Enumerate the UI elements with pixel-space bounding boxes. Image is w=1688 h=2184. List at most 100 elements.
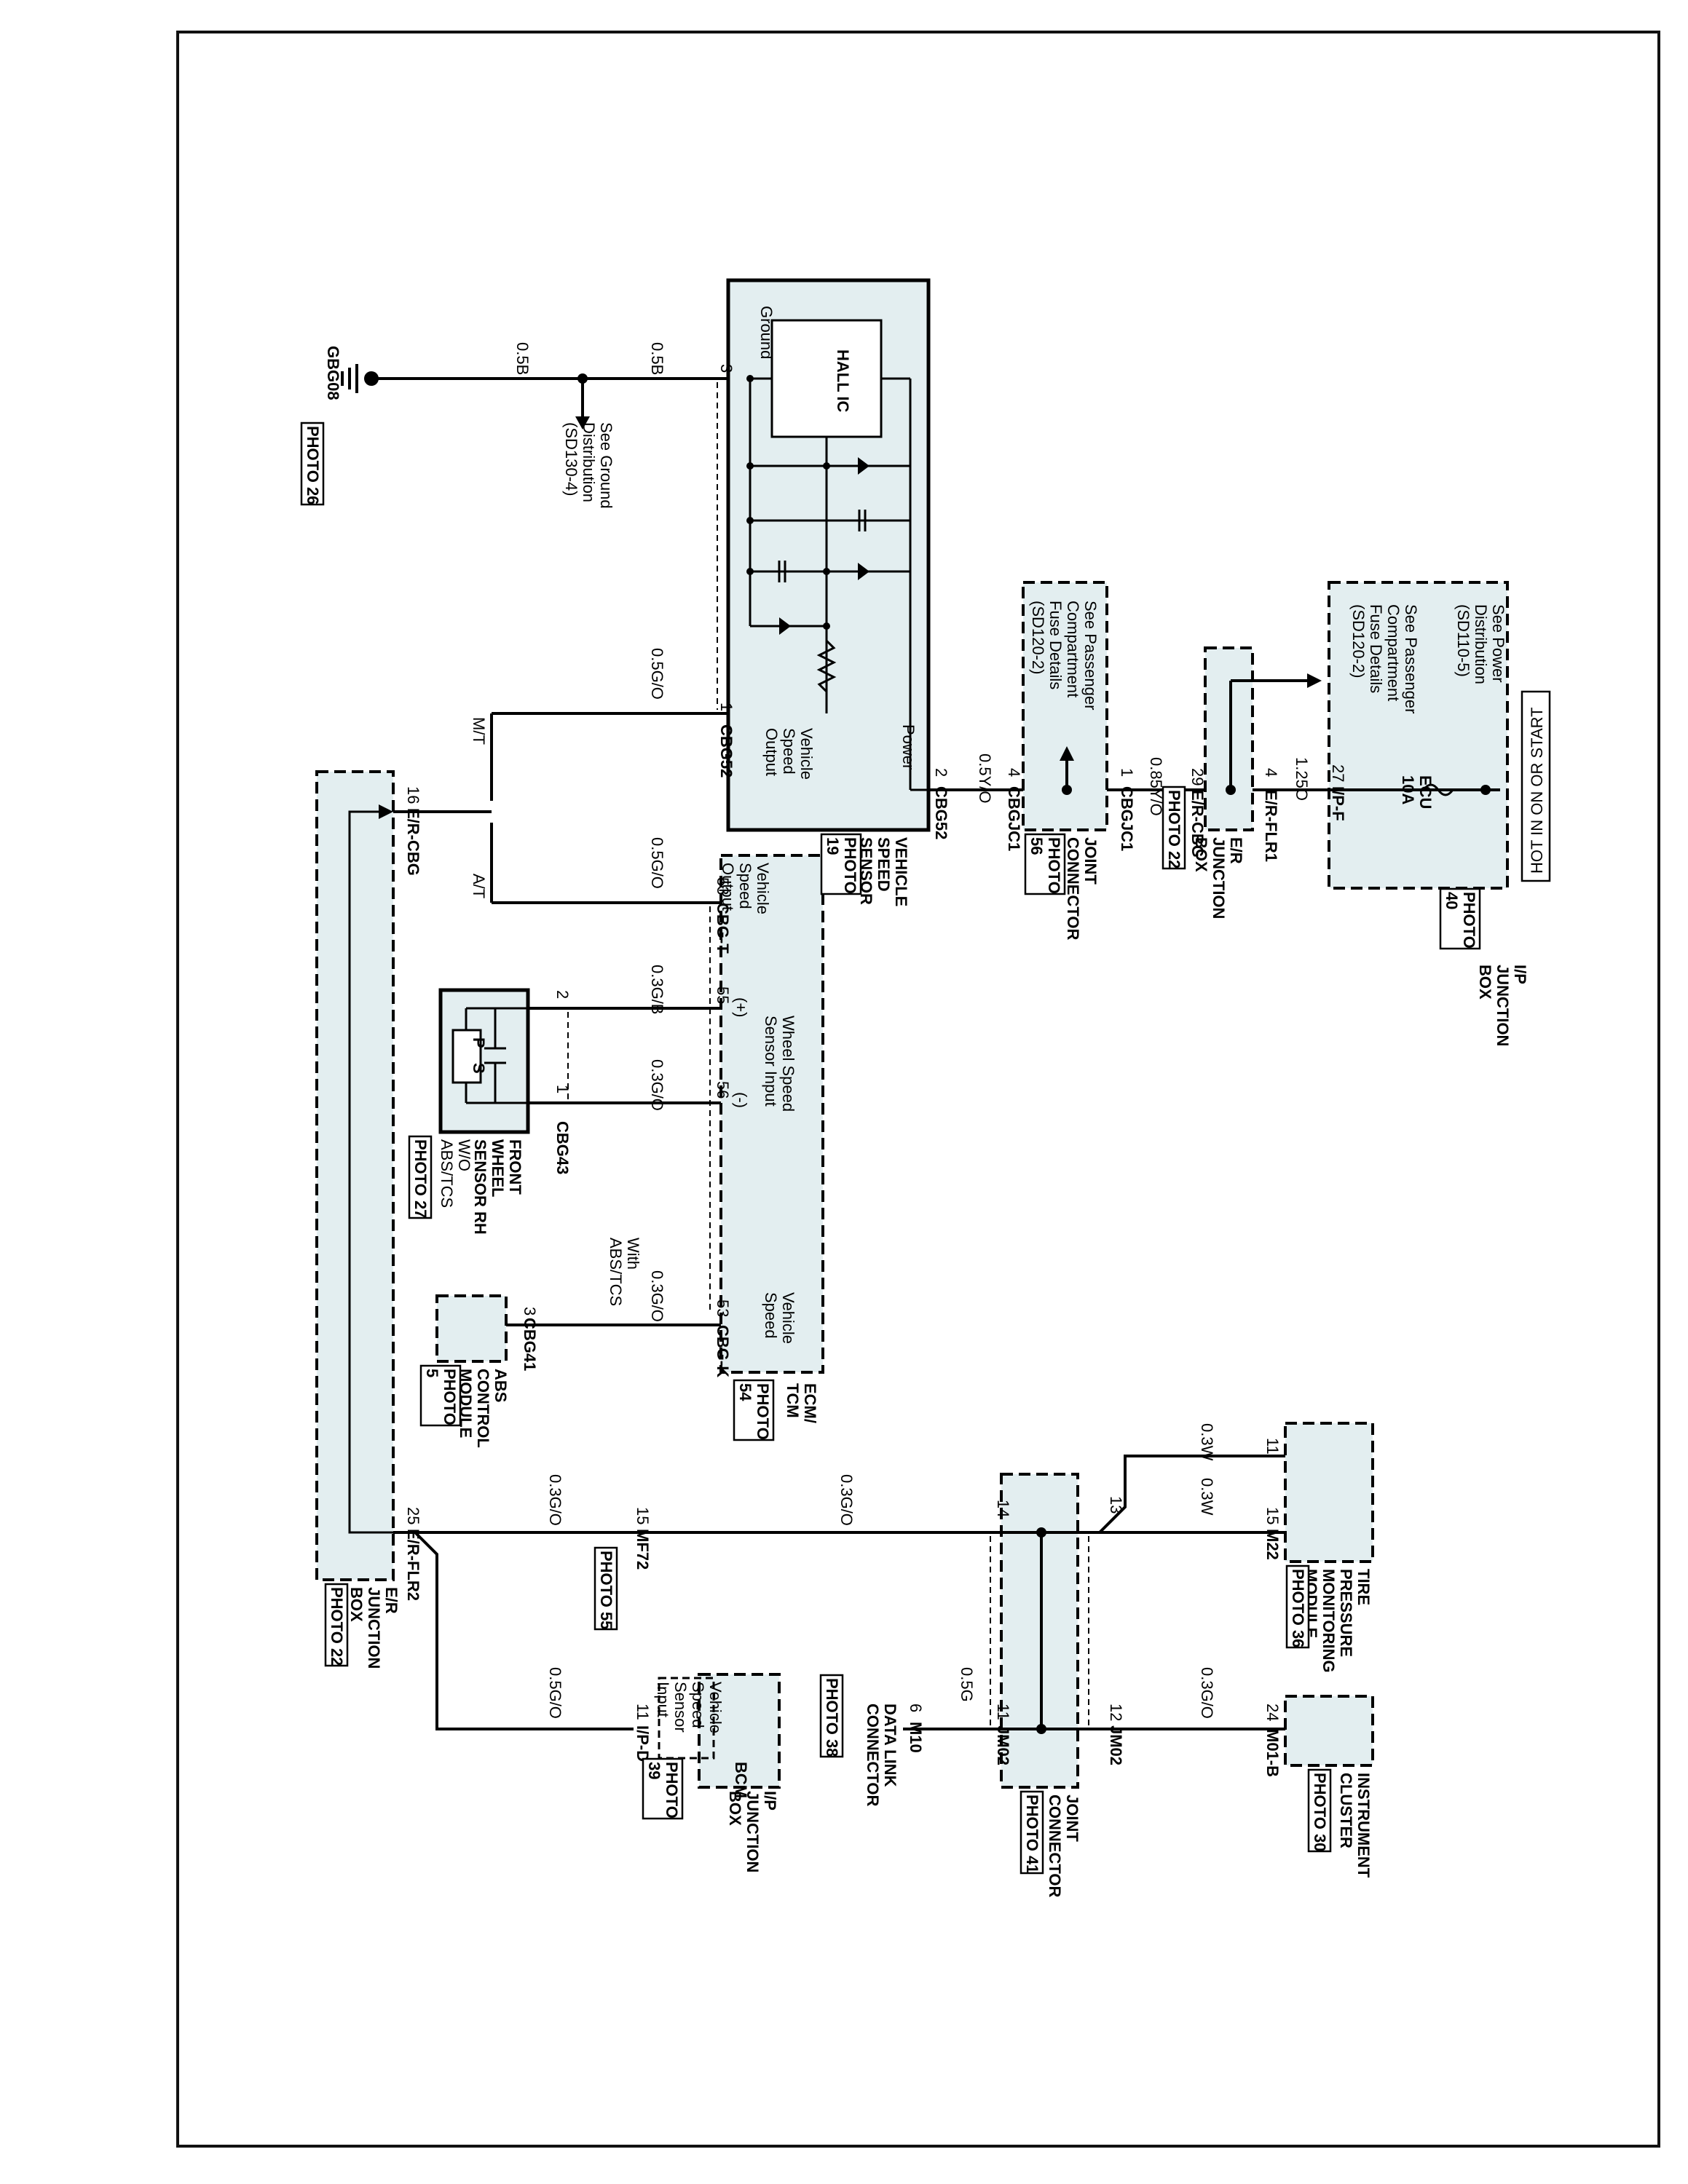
bcm-inner-box: [658, 1677, 715, 1760]
vss-photo-box: [820, 833, 862, 895]
vss-pin-output: 1: [717, 703, 735, 711]
bcm-box: [698, 1673, 781, 1789]
erb-name-2: JUNCTION: [365, 1587, 383, 1669]
diode-3-icon: [779, 617, 791, 635]
cluster-name-1: INSTRUMENT: [1354, 1773, 1373, 1878]
fws-without-2: ABS/TCS: [438, 1139, 456, 1208]
ecm-pin-vs: 53: [714, 1299, 732, 1317]
ipf-connector: I/P-F: [1329, 786, 1347, 821]
jm02-conn-b: JM02: [1107, 1725, 1125, 1765]
bcm-input-1: Vehicle: [706, 1682, 725, 1733]
vss-wire-ground-a: 0.5B: [648, 342, 666, 375]
dot-g3: [746, 517, 754, 524]
erb-pin-out: 25: [404, 1507, 422, 1524]
ecm-vso-1: Vehicle: [754, 863, 772, 914]
tpms-pin-15: 15: [1263, 1507, 1282, 1524]
vss-connector-a: CBG52: [932, 786, 950, 839]
abs-connector: CBG41: [521, 1318, 539, 1371]
jm02-pin-13: 13: [1107, 1496, 1125, 1514]
tpms-name-3: MONITORING: [1320, 1569, 1338, 1673]
fws-photo-box: [408, 1135, 433, 1219]
wire-erflr2-bcm: [414, 1531, 634, 1730]
fws-name-2: WHEEL: [489, 1139, 507, 1197]
jc1-note-2: Compartment: [1064, 601, 1082, 697]
vss-wire-power: 0.5Y/O: [976, 753, 994, 803]
vss-name-1: VEHICLE: [892, 837, 910, 906]
tpms-photo-box: [1285, 1564, 1310, 1649]
er-internal-path: [348, 810, 393, 1534]
jm02-photo: PHOTO 41: [1023, 1795, 1041, 1873]
mf72-wire-b: 0.3G/O: [837, 1474, 856, 1526]
er-top-pin-in: 4: [1262, 768, 1280, 777]
jc1-pin-in: 1: [1118, 768, 1136, 777]
vss-ground-label: Ground: [757, 306, 776, 359]
cluster-connector: M01-B: [1263, 1729, 1282, 1777]
ecm-name-1: ECM/: [801, 1383, 819, 1423]
ip-note-pass-1: See Passenger: [1402, 604, 1420, 713]
dlc-photo-box: [819, 1674, 844, 1758]
cluster-photo: PHOTO 30: [1311, 1773, 1329, 1851]
ip-jb-name-2: JUNCTION: [1494, 965, 1512, 1046]
jc1-pin-out: 4: [1005, 768, 1023, 777]
er-top-name-2: JUNCTION: [1210, 837, 1228, 919]
jc1-arrow-head: [1060, 746, 1074, 761]
dlc-pin: 6: [907, 1704, 925, 1712]
ecm-vs-1: Vehicle: [779, 1292, 797, 1344]
dot-m3: [823, 462, 830, 470]
ip-jb-name-1: I/P: [1511, 965, 1529, 984]
dot-g4: [746, 568, 754, 575]
ecm-wire-plus: 0.3G/B: [648, 965, 666, 1014]
ecm-wire-vs: 0.3G/O: [648, 1270, 666, 1322]
vss-wire-ground-b: 0.5B: [513, 342, 532, 375]
ecm-wire-minus: 0.3G/O: [648, 1059, 666, 1111]
tpms-wire-b: 0.3W: [1198, 1478, 1216, 1516]
ecm-vso-3: Output: [719, 863, 737, 911]
tpms-name-2: PRESSURE: [1337, 1569, 1355, 1657]
ecm-plus: (+): [732, 997, 750, 1018]
ground-photo: PHOTO 26: [304, 426, 322, 505]
erb-name-1: E/R: [382, 1587, 401, 1614]
vss-pin-power: 2: [932, 768, 950, 777]
jc1-photo-box: [1024, 833, 1066, 895]
joint-connector-jm02: [1000, 1473, 1079, 1789]
ecm-conn-vs: CBG-K: [714, 1325, 732, 1377]
fws-connector: CBG43: [553, 1121, 572, 1174]
jm02-name-1: JOINT: [1063, 1795, 1081, 1842]
hall-ic: [770, 319, 883, 438]
ip-note-power-3: (SD110-5): [1454, 604, 1472, 677]
ip-note-power-2: Distribution: [1472, 604, 1490, 684]
dlc-name-2: CONNECTOR: [864, 1704, 882, 1806]
ecm-photo-1: PHOTO: [754, 1383, 772, 1440]
fws-pin-a: 2: [553, 990, 572, 999]
jc1-note-1: See Passenger: [1081, 601, 1100, 710]
vss-name-2: SPEED: [875, 837, 893, 892]
ground-note-3: (SD130-4): [562, 422, 580, 496]
ecm-with-1: With: [624, 1238, 642, 1270]
bcm-connector: I/P-D: [634, 1725, 652, 1762]
er-top-wire: 1.25O: [1293, 757, 1311, 801]
abs-photo-2: 5: [423, 1369, 441, 1377]
dot-jm02-a: [1036, 1527, 1046, 1538]
mf72-connector: MF72: [634, 1529, 652, 1570]
tpms-photo: PHOTO 36: [1289, 1569, 1307, 1647]
jc1-conn-in: CBGJC1: [1118, 786, 1136, 851]
bcm-photo-1: PHOTO: [663, 1762, 681, 1819]
bcm-wire: 0.5G/O: [546, 1667, 564, 1719]
ip-jb-photo-1: PHOTO: [1460, 892, 1478, 949]
ecm-pin-minus: 56: [714, 1081, 732, 1099]
jc1-photo-1: PHOTO: [1045, 837, 1063, 894]
fuse-rating: 10A: [1399, 775, 1417, 804]
fws-photo: PHOTO 27: [411, 1139, 430, 1218]
vss-output-2: Speed: [780, 728, 798, 775]
tpms-pin-11: 11: [1263, 1438, 1282, 1455]
ecm-wire-vso: 0.5G/O: [648, 837, 666, 889]
dlc-connector: M10: [907, 1722, 925, 1753]
fws-s: S: [470, 1063, 488, 1074]
vss-connector-b: CBG52: [717, 724, 735, 778]
jm02-photo-box: [1019, 1790, 1044, 1875]
fws-name-1: FRONT: [506, 1139, 524, 1195]
abs-module-box: [435, 1294, 508, 1363]
ecm-name-2: TCM: [784, 1383, 802, 1418]
bcm-input-3: Sensor: [671, 1682, 690, 1733]
